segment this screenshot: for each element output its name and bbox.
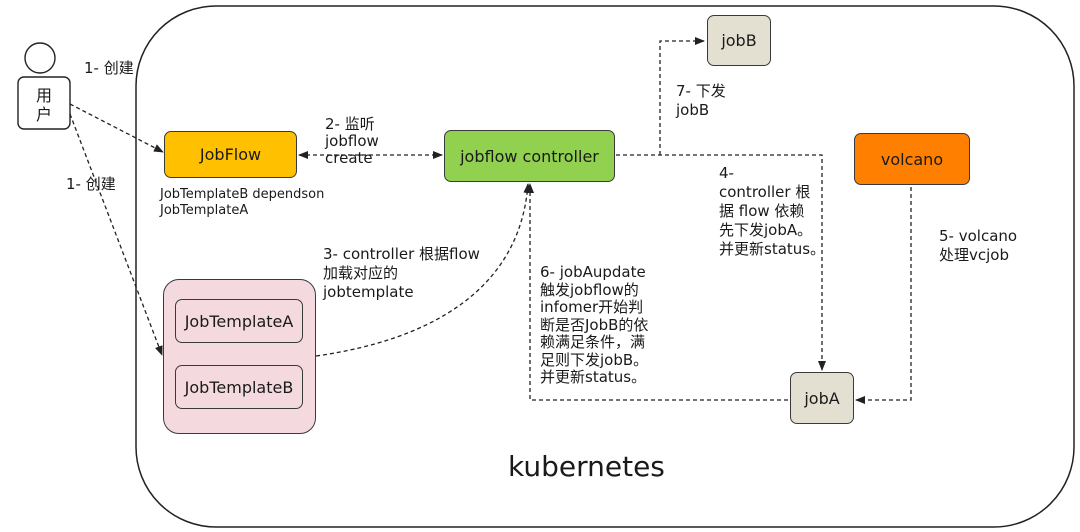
kubernetes-label: kubernetes (508, 450, 665, 483)
arrow-joba-to-controller (526, 183, 788, 401)
arrow-user-to-jobtemplates (69, 113, 163, 356)
step6-label: 6- jobAupdate 触发jobflow的 infomer开始判 断是否J… (540, 263, 649, 386)
step3-label: 3- controller 根据flow 加载对应的 jobtemplate (323, 245, 480, 301)
user-label: 用 户 (35, 86, 52, 124)
volcano-node: volcano (854, 133, 970, 185)
joba-node: jobA (790, 372, 854, 424)
jobb-node: jobB (707, 15, 771, 66)
volcano-node-label: volcano (880, 149, 944, 169)
step4-label: 4- controller 根 据 flow 依赖 先下发jobA。 并更新st… (719, 164, 826, 258)
step5-label: 5- volcano 处理vcjob (939, 227, 1018, 264)
arrow-user-to-jobflow (69, 103, 164, 153)
jobflow-node: JobFlow (164, 131, 297, 178)
jobtemplate-a-node: JobTemplateA (175, 299, 303, 343)
watch-jobflow-label: 2- 监听 jobflow create (325, 115, 379, 167)
arrow-controller-to-joba (616, 154, 826, 371)
jobflow-controller-node: jobflow controller (444, 130, 615, 182)
jobflow-node-label: JobFlow (199, 145, 262, 164)
arrow-controller-to-jobb (659, 37, 705, 155)
user-figure-icon (17, 42, 71, 130)
kubernetes-cluster-boundary (135, 5, 1075, 528)
jobtemplate-b-node: JobTemplateB (175, 365, 303, 409)
jobflow-controller-label: jobflow controller (460, 146, 599, 166)
jobtemplate-b-label: JobTemplateB (184, 377, 294, 397)
arrow-volcano-to-joba (855, 187, 912, 404)
joba-node-label: jobA (804, 388, 840, 408)
dispatch-jobb-label: 7- 下发 jobB (676, 82, 726, 119)
jobflow-dependency-note: JobTemplateB dependson JobTemplateA (160, 187, 325, 218)
jobtemplate-a-label: JobTemplateA (184, 311, 294, 331)
create-label-jobflow: 1- 创建 (84, 59, 134, 77)
jobb-node-label: jobB (721, 31, 757, 50)
create-label-templates: 1- 创建 (66, 175, 116, 193)
arrow-templates-to-controller (315, 183, 532, 357)
